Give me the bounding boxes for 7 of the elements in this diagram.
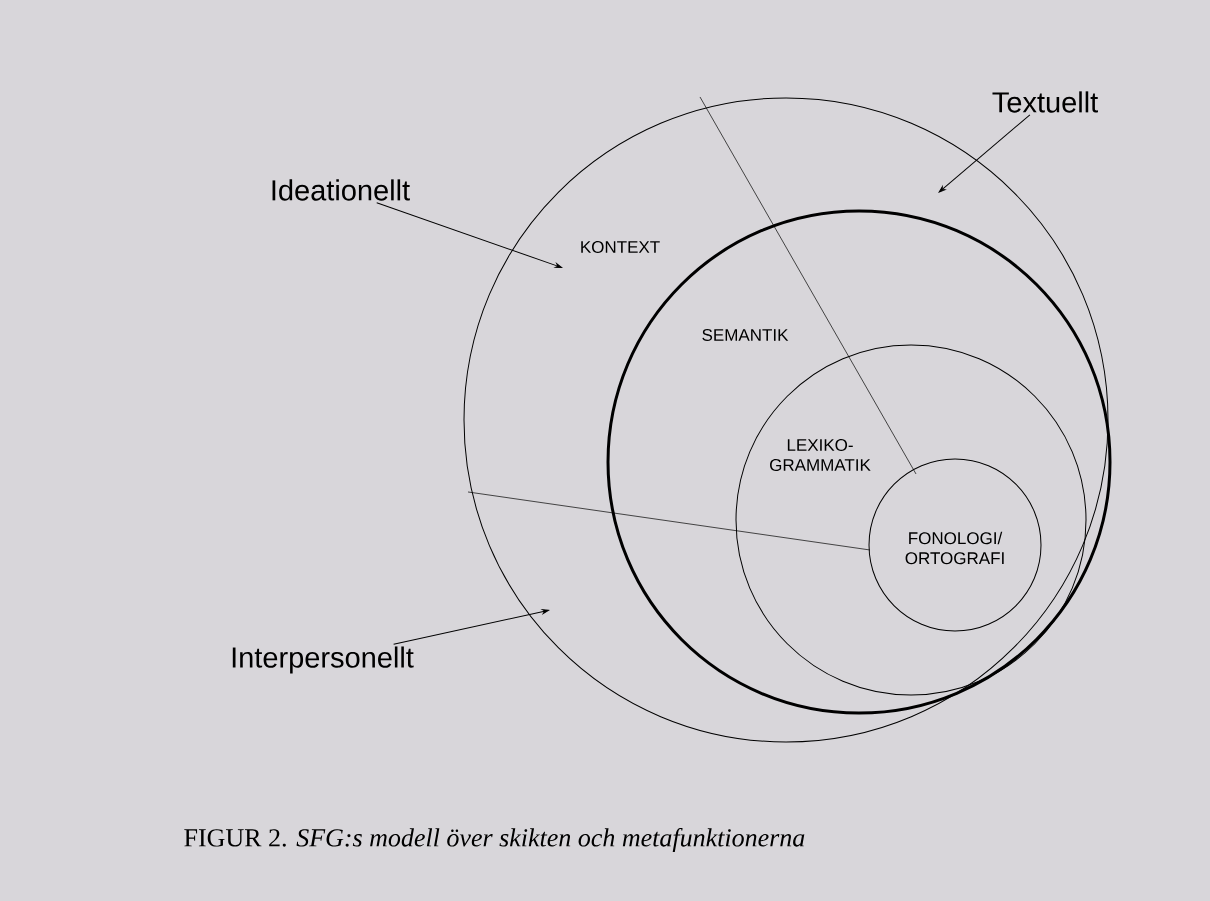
arrow	[376, 202, 562, 268]
arrow	[938, 114, 1031, 193]
function-label: Interpersonellt	[232, 646, 414, 674]
figure-caption: FIGUR 2. SFG:s modell över skikten och metafunktionerna	[184, 828, 805, 852]
function-label: Textuellt	[992, 91, 1098, 113]
function-label: Ideationellt	[272, 179, 410, 201]
arrow	[393, 609, 549, 645]
